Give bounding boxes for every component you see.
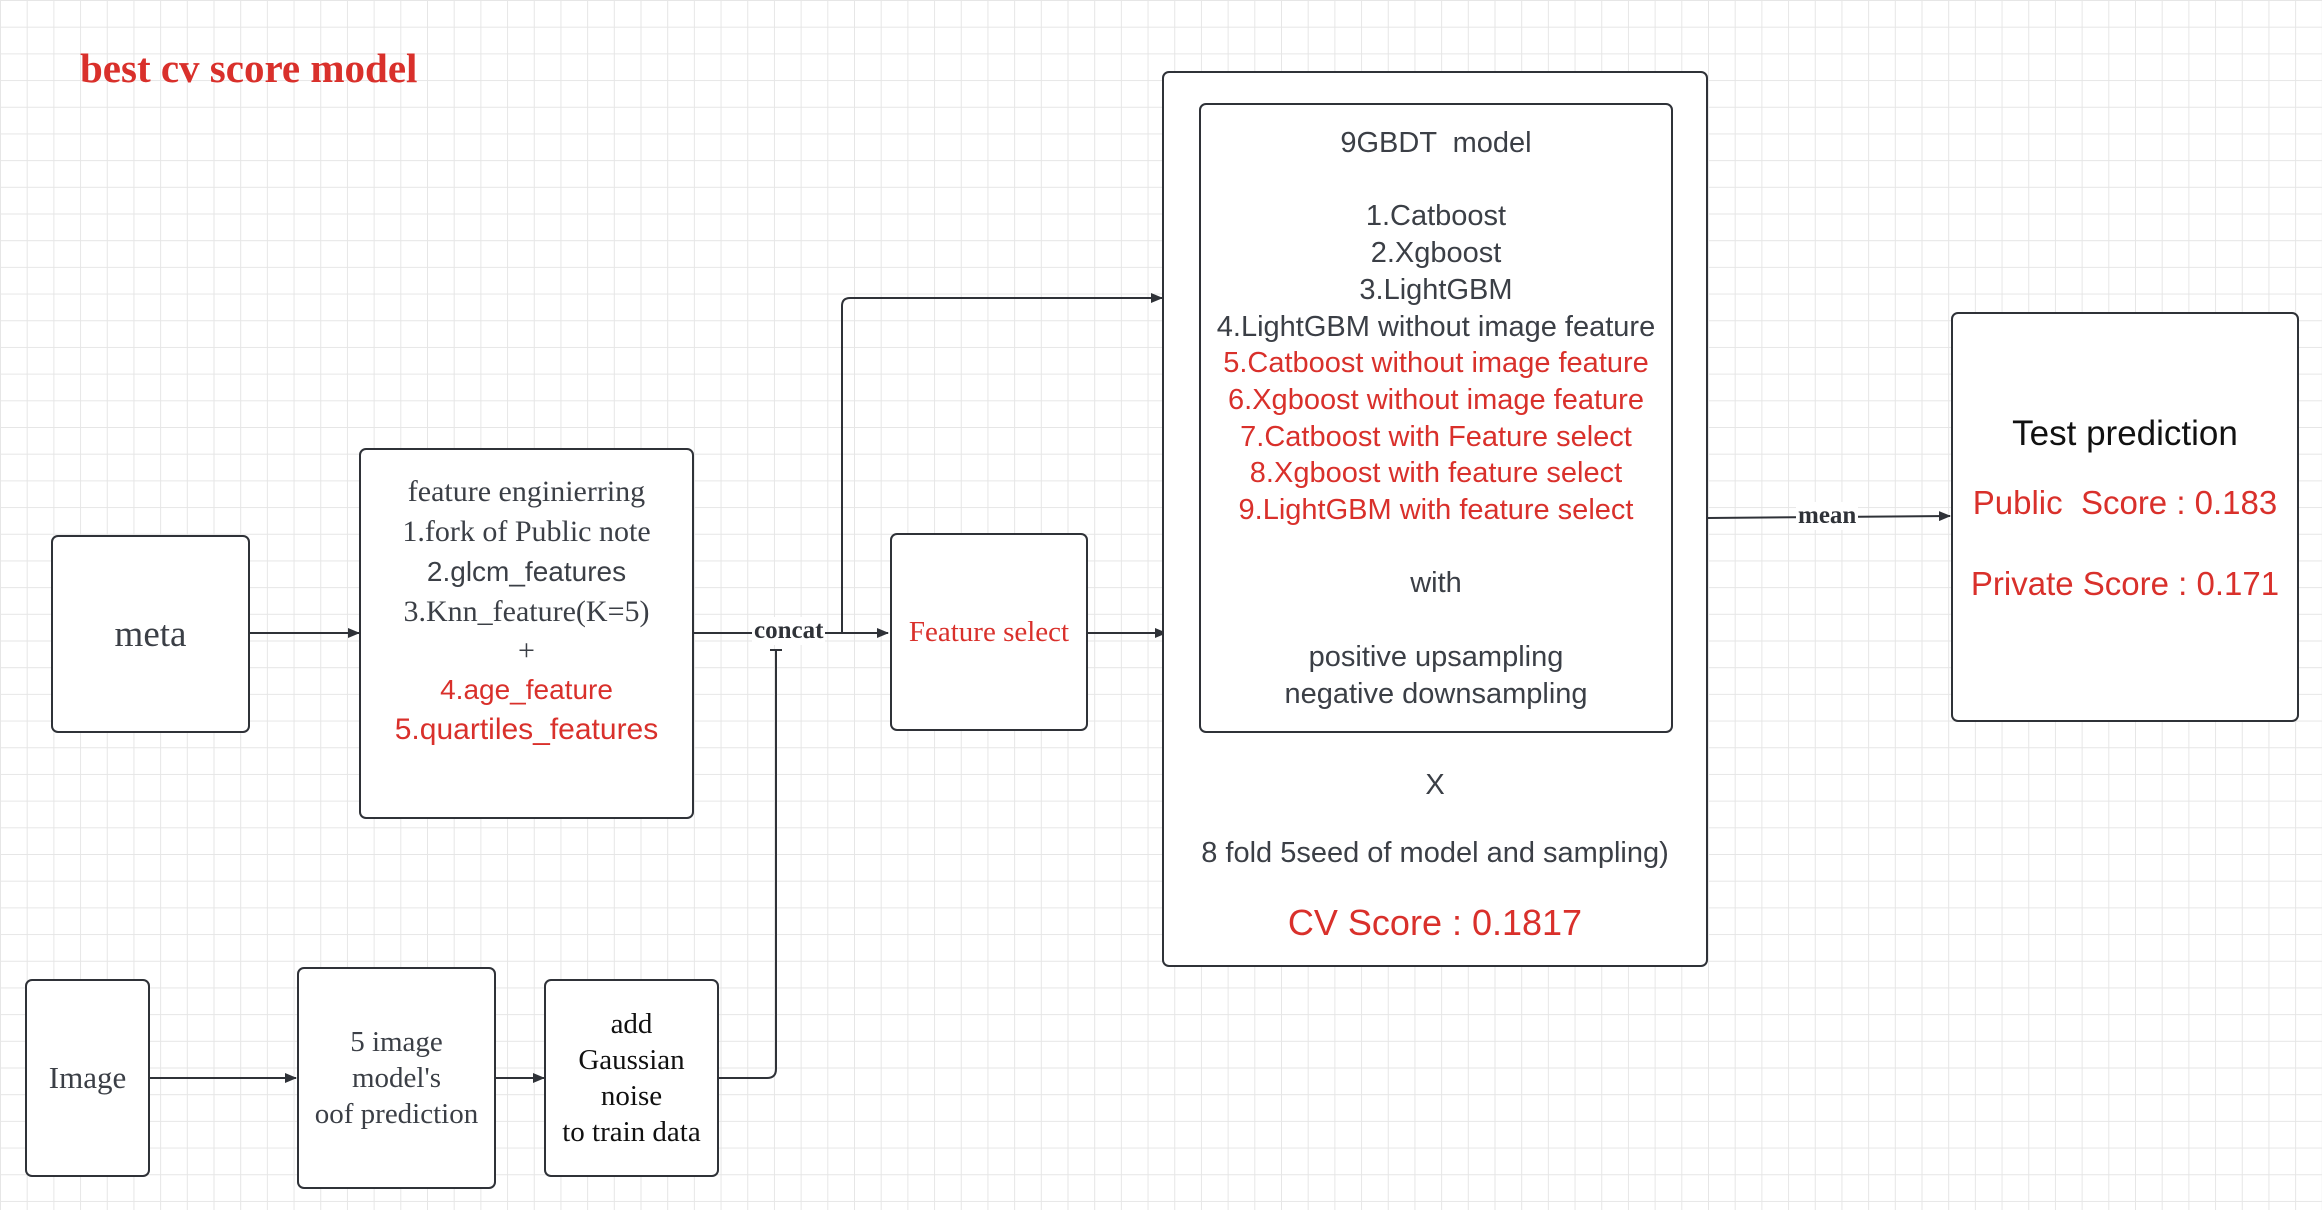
feature-eng-item-1: 1.fork of Public note: [402, 515, 651, 548]
gaussian-noise-box: add Gaussian noise to train data: [544, 979, 719, 1177]
feature-eng-plus: +: [518, 634, 535, 667]
gbdt-model-4: 4.LightGBM without image feature: [1216, 310, 1656, 343]
meta-box: meta: [51, 535, 250, 733]
private-score: Private Score : 0.171: [1970, 565, 2280, 602]
image-models-line-1: 5 image: [350, 1026, 443, 1058]
edge-label-concat: concat: [752, 617, 826, 645]
cv-score: CV Score : 0.1817: [1287, 902, 1583, 943]
gbdt-model-9: 9.LightGBM with feature select: [1238, 494, 1634, 527]
gbdt-model-8: 8.Xgboost with feature select: [1249, 457, 1623, 490]
edge-gaussian-to-concat: [719, 650, 777, 1079]
meta-label: meta: [114, 613, 187, 655]
image-box: Image: [25, 979, 150, 1177]
image-label: Image: [48, 1060, 127, 1095]
gbdt-sampling-positive: positive upsampling: [1308, 640, 1564, 673]
feature-eng-item-5: 5.quartiles_features: [394, 713, 659, 746]
image-models-line-3: oof prediction: [314, 1098, 479, 1130]
ensemble-outer-box: 9GBDT model 1.Catboost 2.Xgboost 3.Light…: [1162, 71, 1708, 967]
gaussian-line-4: to train data: [562, 1116, 701, 1148]
gbdt-model-1: 1.Catboost: [1365, 200, 1507, 233]
feature-eng-item-3: 3.Knn_feature(K=5): [403, 595, 650, 628]
image-models-line-2: model's: [352, 1062, 441, 1094]
gaussian-line-2: Gaussian: [578, 1044, 685, 1076]
gbdt-models-box: 9GBDT model 1.Catboost 2.Xgboost 3.Light…: [1199, 103, 1673, 733]
feature-eng-item-4: 4.age_feature: [440, 674, 613, 705]
diagram-title: best cv score model: [80, 45, 418, 91]
gbdt-with: with: [1410, 567, 1462, 600]
gbdt-model-5: 5.Catboost without image feature: [1223, 347, 1649, 380]
gbdt-sampling-negative: negative downsampling: [1284, 677, 1588, 710]
gbdt-heading: 9GBDT model: [1340, 127, 1532, 159]
gaussian-line-1: add: [610, 1008, 653, 1040]
gbdt-model-2: 2.Xgboost: [1370, 237, 1502, 270]
gaussian-line-3: noise: [600, 1080, 663, 1112]
public-score: Public Score : 0.183: [1972, 484, 2278, 521]
times-symbol: X: [1425, 769, 1445, 801]
test-prediction-box: Test prediction Public Score : 0.183 Pri…: [1951, 312, 2299, 722]
edge-concat-to-gbdt: [841, 293, 1163, 633]
feature-select-label: Feature select: [908, 615, 1070, 648]
image-models-box: 5 image model's oof prediction: [297, 967, 496, 1189]
gbdt-model-7: 7.Catboost with Feature select: [1240, 420, 1632, 453]
edge-label-mean: mean: [1796, 502, 1859, 530]
feature-select-box: Feature select: [890, 533, 1088, 731]
test-heading: Test prediction: [2012, 414, 2238, 453]
feature-engineering-box: feature enginierring 1.fork of Public no…: [359, 448, 694, 819]
gbdt-model-6: 6.Xgboost without image feature: [1228, 383, 1644, 416]
feature-eng-heading: feature enginierring: [407, 475, 646, 508]
folds-text: 8 fold 5seed of model and sampling): [1201, 837, 1669, 869]
gbdt-model-3: 3.LightGBM: [1359, 273, 1513, 306]
feature-eng-item-2: 2.glcm_features: [426, 556, 627, 587]
